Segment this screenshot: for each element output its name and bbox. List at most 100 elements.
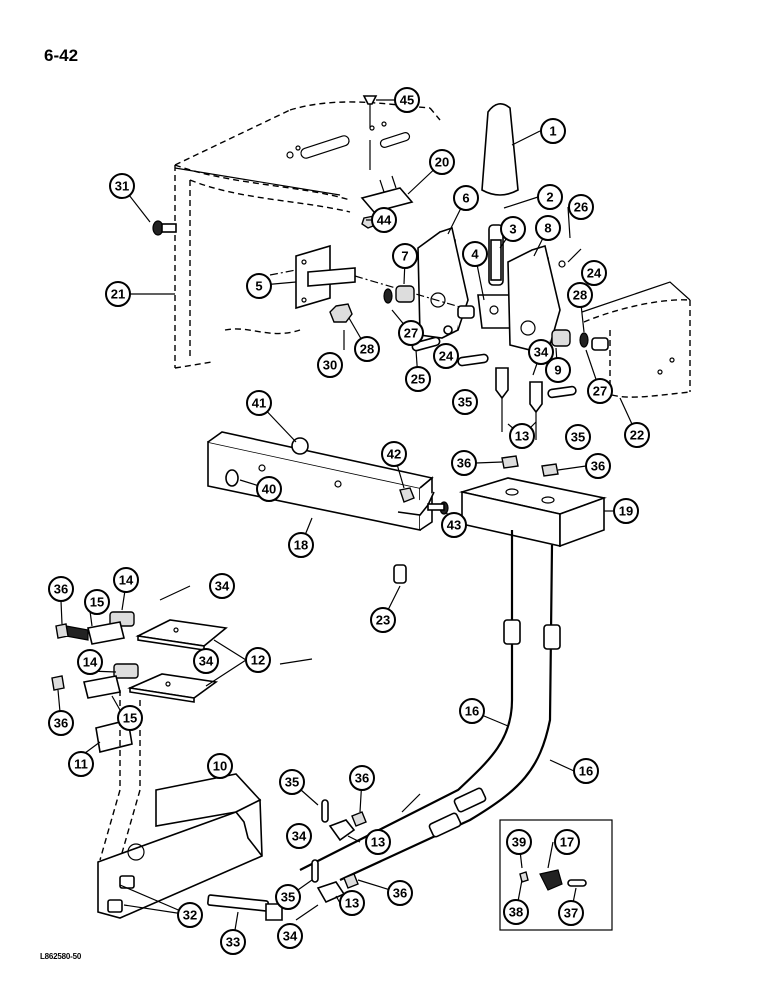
callout-34-upper-right: 34 [528, 339, 554, 365]
page-number: 6-42 [44, 46, 79, 65]
svg-text:36: 36 [591, 459, 605, 474]
callout-18: 18 [288, 532, 314, 558]
callout-34-mid: 34 [286, 823, 312, 849]
callout-13-lower: 13 [339, 890, 365, 916]
callout-28-left: 28 [354, 336, 380, 362]
callout-21: 21 [105, 281, 131, 307]
svg-text:7: 7 [401, 249, 408, 264]
callout-35-upper-right: 35 [565, 424, 591, 450]
callout-31: 31 [109, 173, 135, 199]
callout-34-bottom: 34 [277, 923, 303, 949]
part-23 [393, 564, 407, 584]
callout-13-middle: 13 [365, 829, 391, 855]
svg-text:45: 45 [400, 93, 414, 108]
svg-text:9: 9 [554, 363, 561, 378]
callout-36-lower: 36 [387, 880, 413, 906]
callout-22: 22 [624, 422, 650, 448]
svg-text:16: 16 [465, 704, 479, 719]
callout-15-lower: 15 [117, 705, 143, 731]
callout-35-mid: 35 [279, 769, 305, 795]
svg-text:25: 25 [411, 372, 425, 387]
svg-text:21: 21 [111, 287, 125, 302]
callout-3: 3 [500, 216, 526, 242]
screw-31 [152, 220, 177, 236]
callout-24-left: 24 [433, 343, 459, 369]
svg-text:13: 13 [371, 835, 385, 850]
svg-text:2: 2 [546, 190, 553, 205]
svg-text:14: 14 [83, 655, 98, 670]
callout-28-right: 28 [567, 282, 593, 308]
callout-33: 33 [220, 929, 246, 955]
mounting-support [97, 690, 263, 919]
callout-34-mid-left: 34 [193, 648, 219, 674]
callout-19: 19 [613, 498, 639, 524]
svg-text:27: 27 [593, 384, 607, 399]
svg-text:41: 41 [252, 396, 266, 411]
callout-7: 7 [392, 243, 418, 269]
callout-16-right: 16 [573, 758, 599, 784]
callout-8: 8 [535, 215, 561, 241]
callout-13-upper: 13 [509, 423, 535, 449]
callout-41: 41 [246, 390, 272, 416]
svg-text:17: 17 [560, 835, 574, 850]
svg-text:34: 34 [534, 345, 549, 360]
callout-39: 39 [506, 829, 532, 855]
callout-36-left-top: 36 [48, 576, 74, 602]
svg-text:26: 26 [574, 200, 588, 215]
svg-text:14: 14 [119, 573, 134, 588]
svg-text:20: 20 [435, 155, 449, 170]
svg-text:8: 8 [544, 221, 551, 236]
lever-plates [127, 619, 228, 703]
svg-text:36: 36 [54, 582, 68, 597]
svg-text:42: 42 [387, 447, 401, 462]
left-bracket [417, 226, 469, 339]
pivot-plate [269, 244, 471, 311]
callout-5: 5 [246, 273, 272, 299]
callout-32: 32 [177, 902, 203, 928]
svg-text:43: 43 [447, 518, 461, 533]
callout-34-top: 34 [209, 573, 235, 599]
callout-27-left: 27 [398, 320, 424, 346]
shift-lever-assembly [477, 103, 519, 329]
svg-text:1: 1 [549, 124, 556, 139]
svg-text:35: 35 [281, 890, 295, 905]
callout-11: 11 [68, 751, 94, 777]
svg-text:13: 13 [515, 429, 529, 444]
svg-text:28: 28 [360, 342, 374, 357]
callout-6: 6 [453, 185, 479, 211]
callout-35-lower: 35 [275, 884, 301, 910]
callout-36-mid: 36 [349, 765, 375, 791]
svg-text:36: 36 [393, 886, 407, 901]
svg-text:4: 4 [471, 247, 479, 262]
svg-text:32: 32 [183, 908, 197, 923]
svg-text:6: 6 [462, 191, 469, 206]
svg-text:19: 19 [619, 504, 633, 519]
cable-block [458, 455, 607, 548]
svg-text:34: 34 [199, 654, 214, 669]
svg-text:11: 11 [74, 757, 88, 772]
svg-text:12: 12 [251, 653, 265, 668]
svg-text:15: 15 [90, 595, 104, 610]
svg-text:40: 40 [262, 482, 276, 497]
bolt-33 [207, 894, 283, 921]
svg-text:34: 34 [292, 829, 307, 844]
svg-text:36: 36 [355, 771, 369, 786]
svg-text:24: 24 [587, 266, 602, 281]
svg-text:34: 34 [215, 579, 230, 594]
callout-14-upper: 14 [113, 567, 139, 593]
callout-24-right: 24 [581, 260, 607, 286]
svg-text:13: 13 [345, 896, 359, 911]
inset-detail [499, 819, 613, 931]
callout-20: 20 [429, 149, 455, 175]
callout-27-right: 27 [587, 378, 613, 404]
bushings-and-hardware [329, 260, 609, 399]
callout-14-lower: 14 [77, 649, 103, 675]
callout-25: 25 [405, 366, 431, 392]
svg-text:22: 22 [630, 428, 644, 443]
svg-text:5: 5 [255, 279, 262, 294]
svg-text:10: 10 [213, 759, 227, 774]
callout-30: 30 [317, 352, 343, 378]
svg-text:36: 36 [457, 456, 471, 471]
callout-9: 9 [545, 357, 571, 383]
